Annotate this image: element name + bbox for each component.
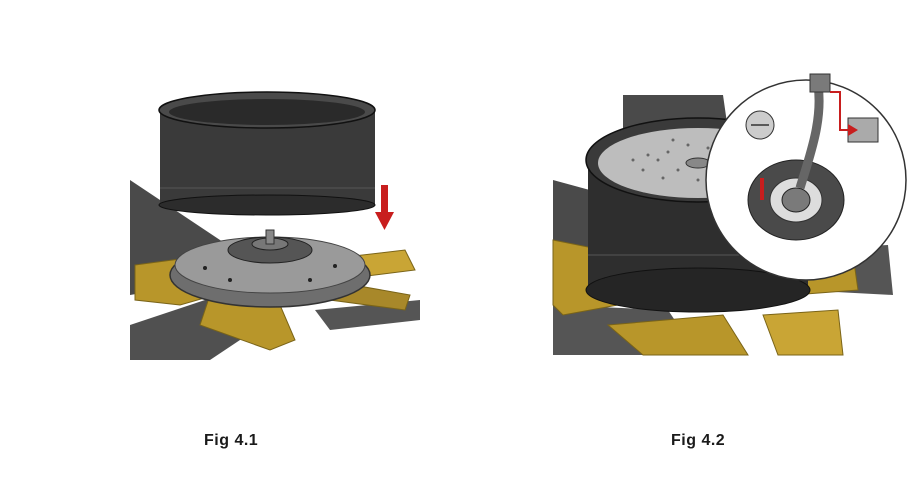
housing-bottom <box>585 267 811 313</box>
detail-socket-hole <box>781 187 811 213</box>
cap-bottom-rim <box>158 194 376 216</box>
detail-cable <box>795 84 824 190</box>
down-arrow-icon <box>375 212 394 230</box>
bolt <box>228 278 232 282</box>
blade-gold-front <box>606 314 749 356</box>
figure-caption: Fig 4.2 <box>671 432 726 449</box>
down-arrow-shaft <box>381 185 388 213</box>
detail-cable-plug <box>809 73 831 93</box>
cap-top-inner <box>169 99 365 125</box>
fan-cable-connect-drawing <box>552 73 907 356</box>
bolt <box>203 266 207 270</box>
right-arrow-icon <box>848 124 858 136</box>
bolt <box>308 278 312 282</box>
red-wire-marker <box>760 178 764 200</box>
bolt <box>333 264 337 268</box>
blade-gold-right2 <box>762 309 844 356</box>
fig-4-2-illustration <box>548 60 908 360</box>
red-connection-line <box>830 91 848 131</box>
figure-caption: Fig 4.1 <box>204 432 259 449</box>
fig-4-1-illustration <box>120 80 420 370</box>
motor-shaft <box>265 229 275 245</box>
fan-cap-install-drawing <box>130 91 420 360</box>
